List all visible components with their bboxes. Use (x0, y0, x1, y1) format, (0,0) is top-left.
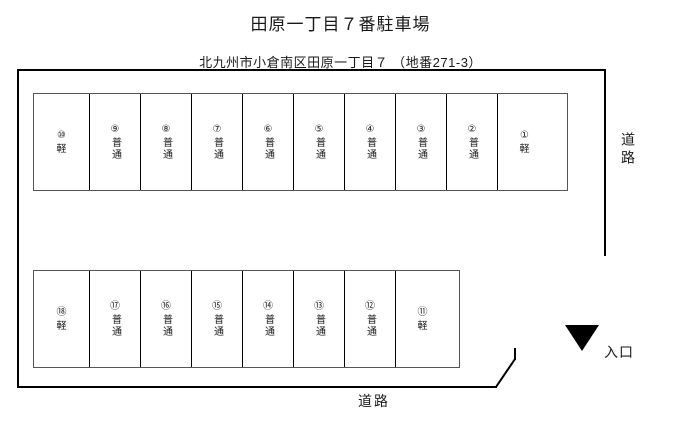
parking-space[interactable]: ⑬ 普通 (294, 271, 345, 367)
space-type: 普通 (160, 137, 172, 161)
space-number: ② (467, 124, 477, 135)
page-title: 田原一丁目７番駐車場 (250, 15, 431, 34)
road-label-bottom: 道路 (358, 393, 390, 409)
space-type: 軽 (519, 143, 530, 155)
space-type: 普通 (313, 314, 325, 338)
space-number: ⑬ (314, 301, 324, 312)
parking-space[interactable]: ⑰ 普通 (90, 271, 141, 367)
space-type: 軽 (417, 320, 428, 332)
space-number: ⑨ (110, 124, 120, 135)
space-number: ⑱ (56, 306, 67, 318)
space-type: 普通 (466, 137, 478, 161)
space-number: ⑩ (57, 129, 66, 141)
parking-space[interactable]: ⑭ 普通 (243, 271, 294, 367)
space-number: ⑤ (314, 124, 324, 135)
entrance-down-triangle-icon (565, 325, 599, 351)
parking-space[interactable]: ⑮ 普通 (192, 271, 243, 367)
parking-space[interactable]: ⑫ 普通 (345, 271, 396, 367)
space-number: ⑯ (161, 301, 171, 312)
space-type: 普通 (160, 314, 172, 338)
space-type: 軽 (56, 143, 67, 155)
space-type: 普通 (211, 314, 223, 338)
page-subtitle-address: 北九州市小倉南区田原一丁目７ （地番271-3） (199, 55, 482, 70)
space-type: 普通 (109, 314, 121, 338)
space-number: ⑭ (263, 301, 273, 312)
parking-space[interactable]: ④ 普通 (345, 94, 396, 190)
space-type: 普通 (313, 137, 325, 161)
parking-space[interactable]: ⑥ 普通 (243, 94, 294, 190)
space-type: 普通 (364, 137, 376, 161)
space-type: 普通 (262, 137, 274, 161)
space-number: ⑥ (263, 124, 273, 135)
entrance-label: 入口 (604, 344, 634, 360)
parking-space[interactable]: ③ 普通 (396, 94, 447, 190)
space-number: ③ (416, 124, 426, 135)
parking-space[interactable]: ⑯ 普通 (141, 271, 192, 367)
parking-space[interactable]: ⑤ 普通 (294, 94, 345, 190)
space-number: ⑪ (417, 306, 428, 318)
space-type: 普通 (364, 314, 376, 338)
road-label-right: 道路 (620, 132, 636, 168)
space-number: ① (520, 129, 529, 141)
parking-space[interactable]: ⑧ 普通 (141, 94, 192, 190)
space-number: ④ (365, 124, 375, 135)
space-number: ⑧ (161, 124, 171, 135)
parking-space[interactable]: ⑦ 普通 (192, 94, 243, 190)
space-type: 普通 (415, 137, 427, 161)
parking-space[interactable]: ② 普通 (447, 94, 498, 190)
space-type: 軽 (56, 320, 67, 332)
parking-space[interactable]: ⑨ 普通 (90, 94, 141, 190)
space-number: ⑫ (365, 301, 375, 312)
space-number: ⑦ (212, 124, 222, 135)
space-type: 普通 (262, 314, 274, 338)
space-number: ⑰ (110, 301, 120, 312)
space-type: 普通 (211, 137, 223, 161)
space-type: 普通 (109, 137, 121, 161)
space-number: ⑮ (212, 301, 222, 312)
